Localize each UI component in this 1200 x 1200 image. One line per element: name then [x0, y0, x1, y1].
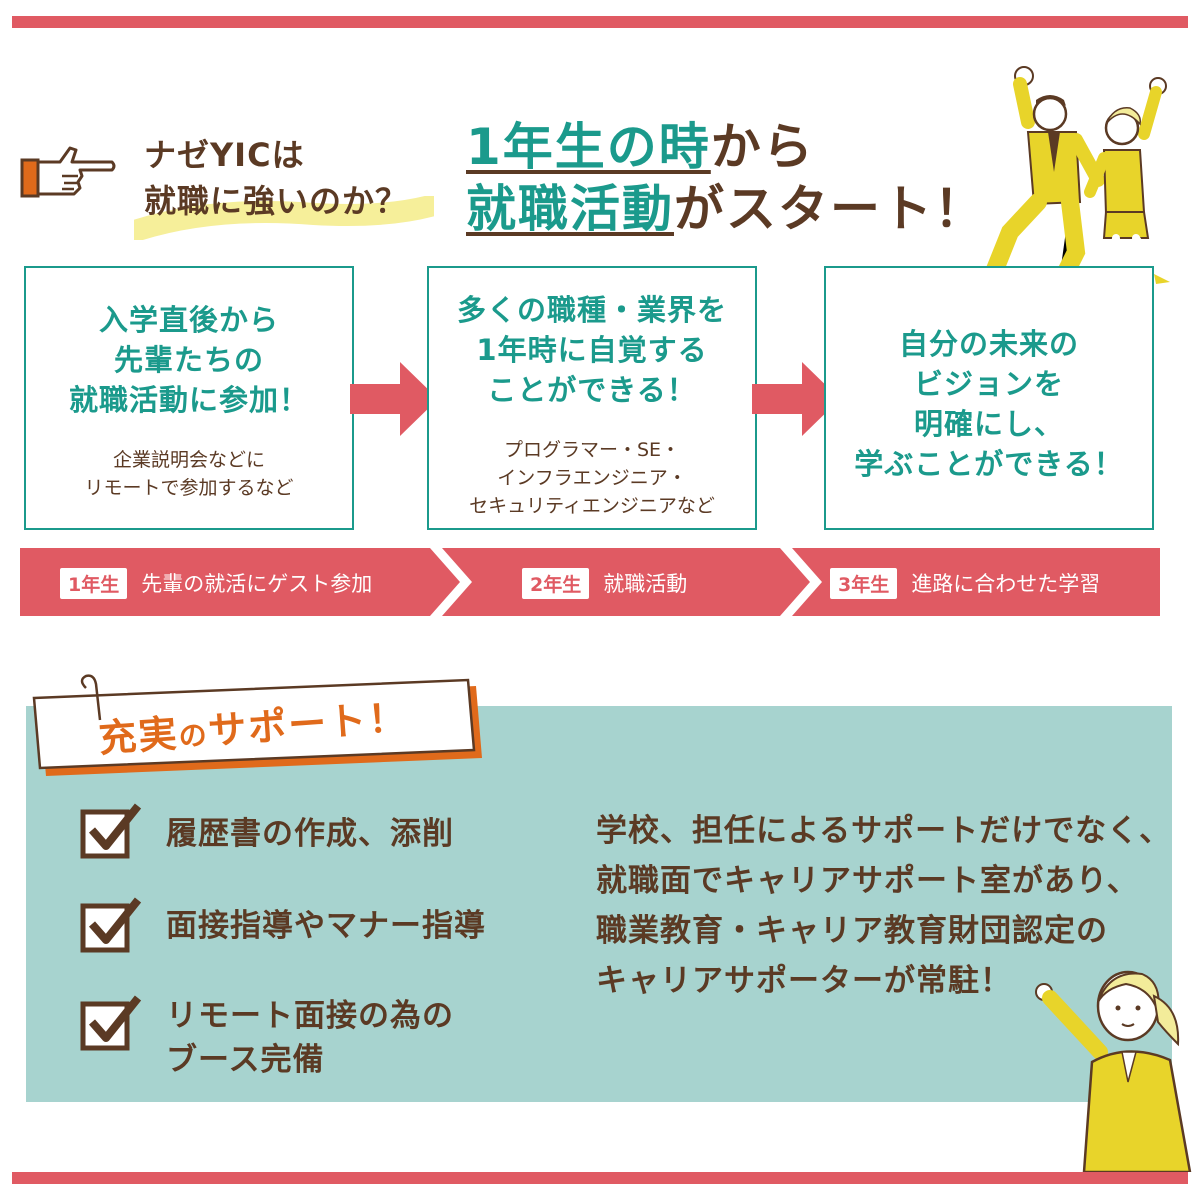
timeline-label: 先輩の就活にゲスト参加: [141, 572, 373, 596]
timeline-label: 就職活動: [603, 572, 688, 596]
support-description-line: 就職面でキャリアサポート室があり、: [596, 863, 1139, 899]
checkbox-icon: [80, 897, 142, 953]
year-badge: 1年生: [58, 565, 130, 601]
main-headline: 1年生の時から 就職活動がスタート！: [466, 116, 986, 240]
checkbox-icon: [80, 803, 142, 859]
step-box-2-main-line: 1年時に自覚する: [476, 333, 708, 367]
support-item-line: 面接指導やマナー指導: [166, 908, 486, 944]
step-box-2-sub-line: プログラマー・SE・: [503, 439, 681, 461]
timeline-step-1: 1年生 先輩の就活にゲスト参加: [58, 565, 373, 601]
support-title-b: の: [177, 718, 210, 754]
step-box-3: 自分の未来の ビジョンを 明確にし、 学ぶことができる！: [824, 266, 1154, 530]
step-box-2-main: 多くの職種・業界を 1年時に自覚する ことができる！: [429, 290, 755, 410]
timeline-label: 進路に合わせた学習: [911, 572, 1101, 596]
headline-line-1: 1年生の時から: [466, 116, 986, 178]
step-box-2-sub-line: インフラエンジニア・: [497, 467, 687, 489]
step-box-1-sub-line: 企業説明会などに: [112, 449, 265, 471]
why-line-1: ナゼYICは: [144, 136, 305, 174]
step-box-3-main-line: 自分の未来の: [898, 327, 1079, 361]
headline-rest-2: がスタート！: [674, 180, 986, 238]
support-description-line: 学校、担任によるサポートだけでなく、: [596, 813, 1172, 849]
top-border: [12, 16, 1188, 28]
support-item-line: ブース完備: [166, 1042, 325, 1078]
support-item-3: リモート面接の為の ブース完備: [166, 994, 454, 1082]
timeline-step-2: 2年生 就職活動: [520, 565, 688, 601]
step-box-1-main-line: 就職活動に参加！: [68, 383, 309, 417]
arrow-right-icon: [350, 362, 438, 436]
support-item-line: リモート面接の為の: [166, 998, 454, 1034]
step-box-2-main-line: 多くの職種・業界を: [456, 293, 727, 327]
timeline-step-3: 3年生 進路に合わせた学習: [828, 565, 1101, 601]
step-box-1-sub-line: リモートで参加するなど: [84, 477, 294, 499]
headline-line-2: 就職活動がスタート！: [466, 178, 986, 240]
step-box-3-main-line: 明確にし、: [913, 407, 1064, 441]
checkbox-icon: [80, 995, 142, 1051]
support-section: [26, 706, 1172, 1102]
support-item-2: 面接指導やマナー指導: [166, 904, 486, 948]
headline-rest-1: から: [710, 118, 815, 176]
arrow-right-icon: [752, 362, 840, 436]
step-box-1-sub: 企業説明会などに リモートで参加するなど: [26, 446, 352, 502]
support-description-line: キャリアサポーターが常駐！: [596, 963, 1012, 999]
headline-accent-1: 1年生の時: [466, 118, 711, 176]
step-box-3-main: 自分の未来の ビジョンを 明確にし、 学ぶことができる！: [826, 324, 1152, 484]
step-box-1-main-line: 先輩たちの: [113, 343, 264, 377]
highlight-stroke: [134, 196, 434, 240]
step-box-3-main-line: ビジョンを: [913, 367, 1064, 401]
support-item-line: 履歴書の作成、添削: [166, 816, 454, 852]
step-box-1: 入学直後から 先輩たちの 就職活動に参加！ 企業説明会などに リモートで参加する…: [24, 266, 354, 530]
support-title-a: 充実: [97, 711, 180, 761]
bottom-border: [12, 1172, 1188, 1184]
year-badge: 2年生: [520, 565, 592, 601]
headline-accent-2: 就職活動: [466, 180, 674, 238]
support-item-1: 履歴書の作成、添削: [166, 812, 454, 856]
step-box-1-main-line: 入学直後から: [98, 303, 279, 337]
why-heading: ナゼYICは 就職に強いのか？: [144, 132, 408, 224]
step-box-2-sub: プログラマー・SE・ インフラエンジニア・ セキュリティエンジニアなど: [429, 436, 755, 520]
step-box-2-sub-line: セキュリティエンジニアなど: [469, 495, 715, 517]
step-box-1-main: 入学直後から 先輩たちの 就職活動に参加！: [26, 300, 352, 420]
pointing-woman-illustration: [1035, 970, 1192, 1172]
support-banner: [32, 674, 482, 776]
step-box-2: 多くの職種・業界を 1年時に自覚する ことができる！ プログラマー・SE・ イン…: [427, 266, 757, 530]
step-box-2-main-line: ことができる！: [487, 373, 697, 407]
step-box-3-main-line: 学ぶことができる！: [854, 447, 1124, 481]
why-line-2: 就職に強いのか？: [144, 182, 409, 220]
support-description: 学校、担任によるサポートだけでなく、 就職面でキャリアサポート室があり、 職業教…: [596, 806, 1171, 1006]
support-description-line: 職業教育・キャリア教育財団認定の: [596, 913, 1108, 949]
year-badge: 3年生: [828, 565, 900, 601]
pointing-hand-icon: [20, 146, 116, 198]
